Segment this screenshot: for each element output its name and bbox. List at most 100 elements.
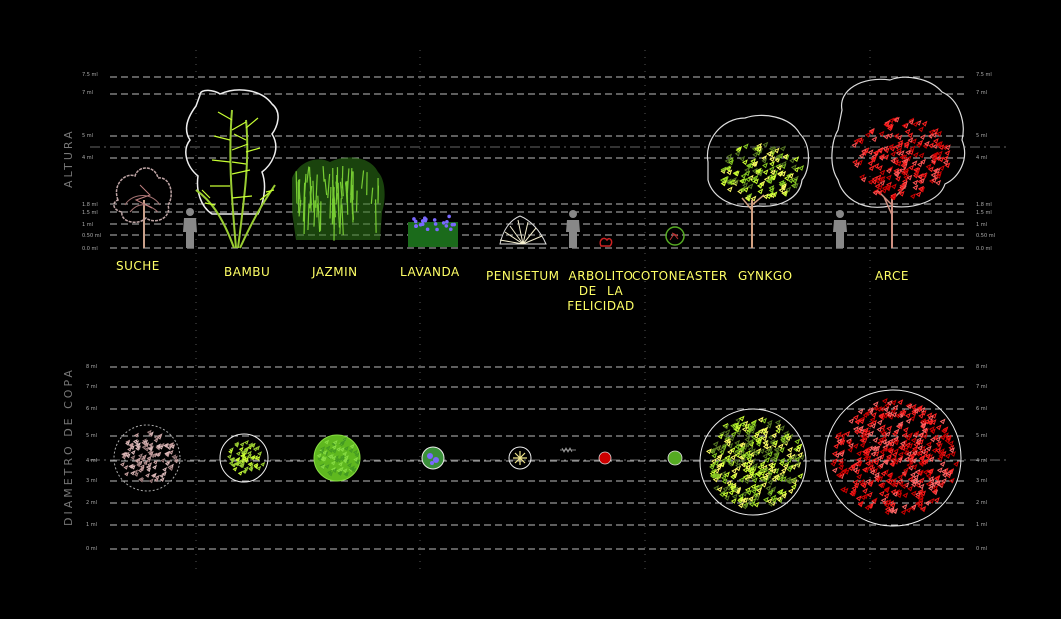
leaf [759,448,765,454]
leaf [171,454,177,460]
leaf [837,472,844,479]
tick-label: 1 ml [976,222,988,228]
leaf [793,166,800,173]
leaf [757,464,764,470]
lavanda-flower [433,222,438,226]
plant-label-suche: SUCHE [116,259,160,273]
leaf [762,439,769,446]
leaf [891,477,897,484]
leaf [790,164,797,171]
leaf [247,453,252,459]
leaf [753,501,760,508]
leaf [237,459,242,465]
leaf [885,174,892,181]
leaf [785,478,792,485]
lavanda-flower [412,217,416,221]
leaf [742,159,748,166]
tick-label: 7 ml [86,384,98,390]
leaf [901,483,907,490]
leaf [782,153,789,160]
leaf [910,471,916,478]
plant-label-lavanda: LAVANDA [400,265,460,279]
lavanda-flower [435,227,439,232]
leaf [855,495,862,502]
plant-label-bambu: BAMBU [224,265,271,279]
leaf [787,446,793,453]
leaf [905,418,912,424]
leaf [234,442,240,448]
leaf [735,417,742,423]
leaf [244,439,249,445]
leaf [136,461,142,467]
leaf [900,170,907,176]
leaf [741,426,748,433]
leaf [143,460,149,466]
leaf [857,408,864,415]
leaf [786,452,793,459]
leaf [746,489,752,496]
leaf [831,450,838,457]
plan-axis-title: DIAMETRO DE COPA [62,367,75,526]
leaf [355,459,360,465]
leaf [881,438,888,445]
leaf [737,188,743,195]
leaf [884,184,891,191]
leaf [253,462,259,468]
leaf [135,446,141,451]
leaf [166,445,172,451]
leaf [779,425,785,432]
leaf [773,474,780,480]
leaf [874,471,880,478]
leaf [894,412,901,419]
leaf [342,458,348,464]
leaf [727,448,733,455]
leaf [928,142,934,149]
leaf [884,487,890,494]
leaf [905,412,911,419]
leaf [838,461,844,467]
leaf [794,456,801,462]
leaf [897,399,904,406]
jazmin-stroke [350,171,353,203]
leaf [921,172,928,179]
leaf [783,430,789,437]
leaf [740,172,747,179]
leaf [354,459,360,464]
leaf [122,451,128,457]
leaf [739,155,746,162]
leaf [914,500,921,507]
leaf [723,423,730,430]
leaf [834,434,841,441]
leaf [755,149,762,156]
leaf [324,439,330,445]
leaf [709,470,716,477]
leaf [903,142,910,149]
leaf [156,451,162,457]
leaf [940,468,947,475]
leaf [243,446,249,452]
leaf [739,186,746,193]
leaf [726,153,733,160]
leaf [928,475,935,482]
leaf [762,162,768,169]
leaf [890,157,897,164]
arbolito-plan [598,451,612,465]
leaf [153,434,159,440]
leaf [148,446,153,452]
leaf [852,443,859,449]
leaf [750,158,757,164]
leaf [882,412,889,419]
leaf [228,449,233,455]
leaf [865,478,871,485]
leaf [338,470,343,475]
leaf [917,139,924,146]
leaf [725,484,732,491]
leaf [919,407,926,413]
leaf [727,442,734,449]
tick-label: 3 ml [86,478,98,484]
leaf [167,464,173,470]
leaf [920,490,927,497]
leaf [892,491,899,497]
leaf [135,442,141,448]
tick-label: 0.50 ml [976,233,995,239]
